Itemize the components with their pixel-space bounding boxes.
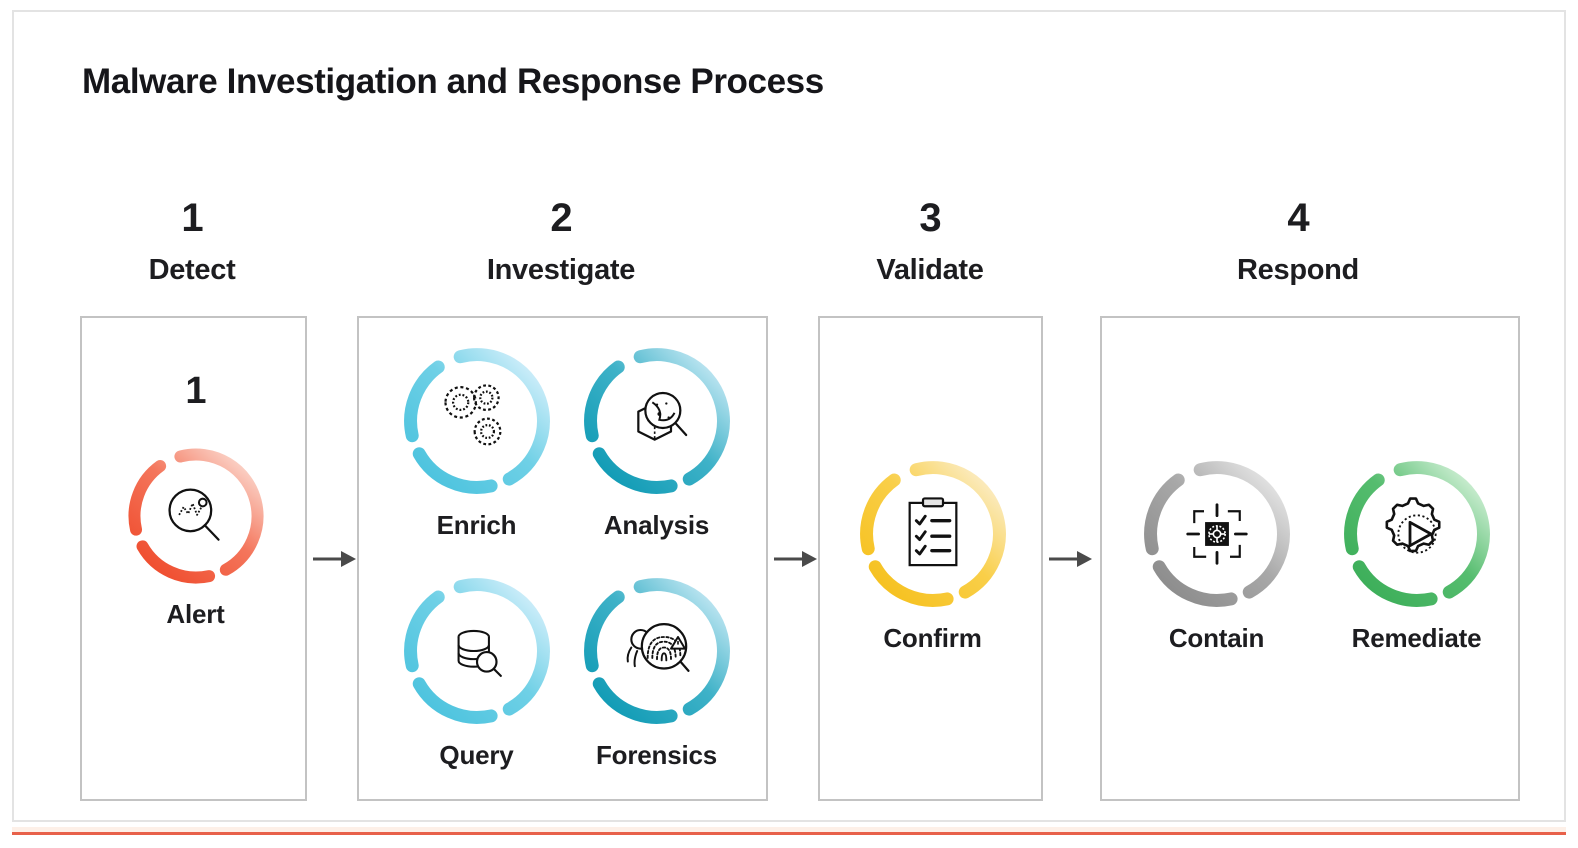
fingerprint-icon: [626, 623, 690, 672]
node-analysis[interactable]: Analysis: [564, 340, 749, 541]
panel-validate: Confirm: [818, 316, 1043, 801]
page-title: Malware Investigation and Response Proce…: [82, 62, 824, 101]
node-label-contain: Contain: [1168, 623, 1265, 653]
node-alert[interactable]: Alert: [103, 441, 288, 630]
node-label-remediate: Remediate: [1351, 623, 1482, 653]
panel-respond: Contain: [1100, 316, 1520, 801]
crosshair-target-icon: [1185, 503, 1248, 565]
step-name-3: Validate: [876, 254, 984, 286]
bottom-accent-line: [12, 832, 1566, 835]
step-name-4: Respond: [1237, 254, 1359, 286]
icon-holder-alert: [121, 441, 271, 591]
database-search-icon: [457, 629, 502, 677]
node-enrich[interactable]: Enrich: [384, 340, 569, 541]
panel-inner-number-1: 1: [185, 370, 206, 412]
arrow-investigate-to-validate: [774, 548, 818, 570]
node-label-query: Query: [439, 740, 514, 770]
gear-play-icon: [1385, 497, 1441, 554]
node-label-forensics: Forensics: [595, 740, 718, 770]
node-label-confirm: Confirm: [883, 623, 982, 653]
step-header-3: 3 Validate: [830, 196, 1030, 288]
node-label-analysis: Analysis: [603, 510, 710, 540]
icon-holder-analysis: [576, 340, 738, 502]
node-forensics[interactable]: Forensics: [564, 570, 749, 771]
icon-holder-forensics: [576, 570, 738, 732]
ring-remediate: [1336, 453, 1498, 615]
icon-holder-query: [396, 570, 558, 732]
arrow-detect-to-investigate: [313, 548, 357, 570]
ring-analysis: [576, 340, 738, 502]
step-header-4: 4 Respond: [1198, 196, 1398, 288]
magnifier-waveform-icon: [167, 488, 220, 541]
node-label-enrich: Enrich: [436, 510, 517, 540]
node-contain[interactable]: Contain: [1124, 453, 1309, 654]
node-label-alert: Alert: [166, 599, 225, 629]
step-name-2: Investigate: [486, 254, 636, 286]
ring-forensics: [576, 570, 738, 732]
step-number-2: 2: [550, 196, 572, 240]
panel-detect: 1: [80, 316, 307, 801]
node-confirm[interactable]: Confirm: [840, 453, 1025, 654]
ring-alert: [121, 441, 271, 591]
step-header-2: 2 Investigate: [461, 196, 661, 288]
icon-holder-enrich: [396, 340, 558, 502]
node-query[interactable]: Query: [384, 570, 569, 771]
arrow-validate-to-respond: [1049, 548, 1093, 570]
gears-icon: [443, 384, 501, 446]
ring-contain: [1136, 453, 1298, 615]
ring-query: [396, 570, 558, 732]
step-name-1: Detect: [148, 254, 236, 286]
step-header-1: 1 Detect: [92, 196, 292, 288]
panel-investigate: Enrich: [357, 316, 768, 801]
icon-holder-contain: [1136, 453, 1298, 615]
clipboard-checklist-icon: [908, 497, 957, 567]
cube-magnifier-icon: [636, 391, 687, 441]
ring-confirm: [852, 453, 1014, 615]
ring-enrich: [396, 340, 558, 502]
icon-holder-confirm: [852, 453, 1014, 615]
node-remediate[interactable]: Remediate: [1324, 453, 1509, 654]
step-number-3: 3: [919, 196, 941, 240]
step-number-4: 4: [1287, 196, 1309, 240]
step-number-1: 1: [181, 196, 203, 240]
icon-holder-remediate: [1336, 453, 1498, 615]
bottom-accent-soft: [12, 827, 1566, 832]
